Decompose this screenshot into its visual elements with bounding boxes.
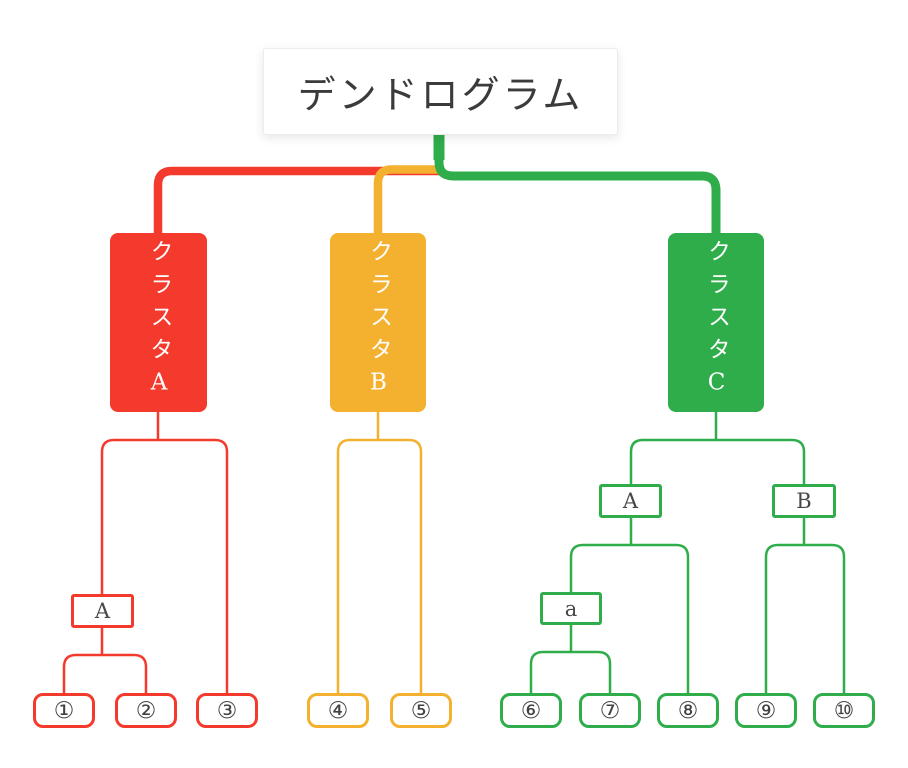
leaf-node-8[interactable]: ⑧ — [657, 693, 719, 728]
cluster-a-node[interactable]: クラスタA — [110, 233, 207, 412]
branch-cluster-a-connector — [153, 166, 440, 234]
leaf-node-5[interactable]: ⑤ — [390, 693, 452, 728]
leaf-node-6[interactable]: ⑥ — [500, 693, 562, 728]
cluster-b-label: クラスタB — [365, 239, 392, 406]
cluster-c-label: クラスタC — [703, 239, 730, 406]
cluster-c-subnode-a-label: a — [564, 596, 578, 621]
leaf-node-7[interactable]: ⑦ — [579, 693, 641, 728]
leaf-node-10-label: ⑩ — [833, 697, 855, 724]
cluster-a-subtree-connectors — [62, 412, 229, 693]
cluster-c-subnode-a[interactable]: a — [540, 592, 602, 625]
leaf-node-3-label: ③ — [216, 697, 238, 724]
cluster-c-subtree-connectors — [529, 412, 846, 693]
leaf-node-9[interactable]: ⑨ — [735, 693, 797, 728]
leaf-node-1[interactable]: ① — [33, 693, 95, 728]
cluster-a-subnode-A-label: A — [94, 599, 111, 623]
leaf-node-2-label: ② — [135, 697, 157, 724]
root-title-label: デンドログラム — [297, 73, 584, 117]
leaf-node-8-label: ⑧ — [677, 697, 699, 724]
leaf-node-9-label: ⑨ — [755, 697, 777, 724]
leaf-node-5-label: ⑤ — [410, 697, 432, 724]
leaf-node-2[interactable]: ② — [115, 693, 177, 728]
cluster-b-subtree-connectors — [336, 412, 423, 693]
branch-cluster-b-connector — [373, 165, 440, 234]
leaf-node-3[interactable]: ③ — [196, 693, 258, 728]
leaf-node-6-label: ⑥ — [520, 697, 542, 724]
branch-cluster-c-connector — [434, 135, 721, 234]
leaf-node-4-label: ④ — [327, 697, 349, 724]
leaf-node-7-label: ⑦ — [599, 697, 621, 724]
leaf-node-10[interactable]: ⑩ — [813, 693, 875, 728]
root-title-node[interactable]: デンドログラム — [263, 48, 618, 135]
cluster-c-subnode-B[interactable]: B — [772, 484, 836, 518]
cluster-c-subnode-A-label: A — [622, 489, 639, 513]
leaf-node-4[interactable]: ④ — [307, 693, 369, 728]
cluster-b-node[interactable]: クラスタB — [330, 233, 426, 412]
cluster-a-label: クラスタA — [146, 239, 172, 406]
leaf-node-1-label: ① — [53, 697, 75, 724]
cluster-c-node[interactable]: クラスタC — [668, 233, 764, 412]
cluster-a-subnode-A[interactable]: A — [71, 594, 134, 628]
cluster-c-subnode-B-label: B — [796, 489, 812, 513]
cluster-c-subnode-A[interactable]: A — [599, 484, 662, 518]
